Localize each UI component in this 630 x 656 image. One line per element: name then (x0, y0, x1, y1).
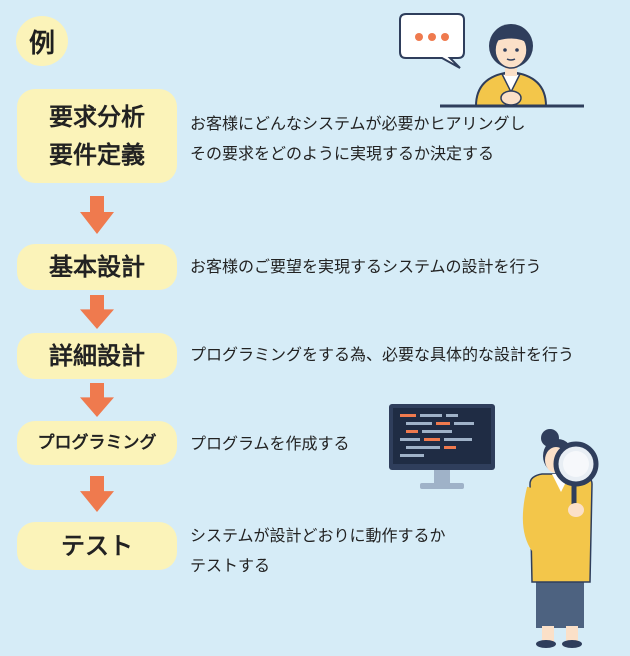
step-basic-design-desc: お客様のご要望を実現するシステムの設計を行う (190, 257, 542, 276)
person-at-desk-illustration (440, 24, 584, 108)
step-detail-design-label: 詳細設計 (49, 342, 145, 370)
step-test-label: テスト (61, 532, 133, 560)
example-badge-label: 例 (28, 28, 55, 59)
flow-arrow-icon (80, 196, 114, 234)
step-programming-desc: プログラムを作成する (190, 434, 350, 453)
step-detail-design-pill: 詳細設計 (17, 333, 177, 379)
speech-bubble-icon (399, 13, 465, 69)
example-badge: 例 (16, 16, 68, 66)
step-detail-design-desc: プログラミングをする為、必要な具体的な設計を行う (190, 345, 575, 364)
step-test-desc-2: テストする (190, 556, 271, 575)
code-monitor-icon (389, 404, 495, 489)
step-programming-pill: プログラミング (17, 421, 177, 465)
step-test-desc-1: システムが設計どおりに動作するか (190, 526, 446, 545)
flow-arrow-icon (80, 476, 114, 512)
flow-arrow-icon (80, 295, 114, 329)
person-with-magnifier-illustration (522, 429, 599, 648)
step-test-pill: テスト (17, 522, 177, 570)
step-requirements-pill: 要求分析 要件定義 (17, 89, 177, 183)
step-basic-design-pill: 基本設計 (17, 244, 177, 290)
step-basic-design-label: 基本設計 (49, 253, 145, 281)
step-programming-label: プログラミング (37, 432, 157, 453)
flow-arrow-icon (80, 383, 114, 417)
step-requirements-desc-1: お客様にどんなシステムが必要かヒアリングし (190, 114, 526, 133)
step-requirements-desc-2: その要求をどのように実現するか決定する (190, 144, 495, 163)
step-requirements-line1: 要求分析 (49, 103, 145, 131)
step-requirements-line2: 要件定義 (49, 141, 145, 169)
